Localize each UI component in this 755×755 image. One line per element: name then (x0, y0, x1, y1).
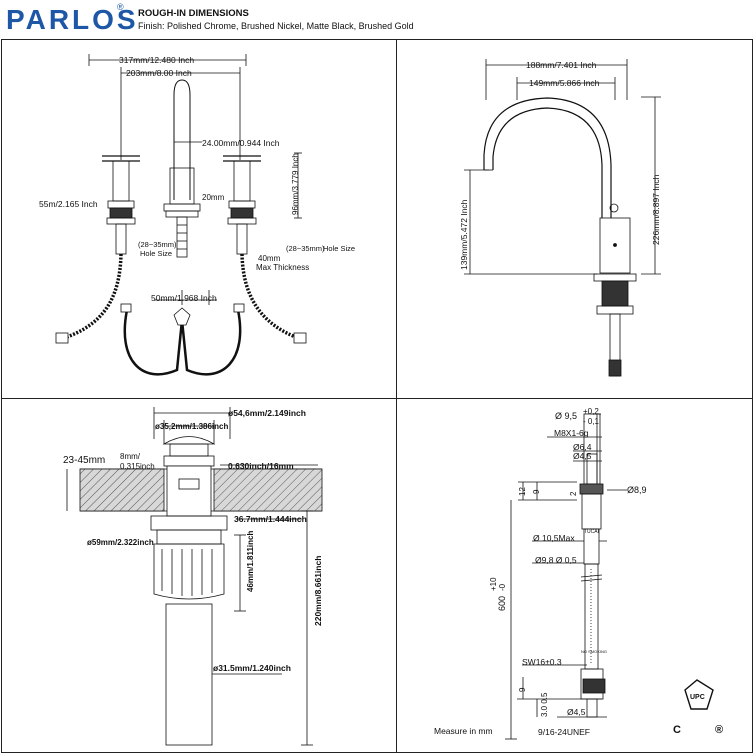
dim-9b: 9 (518, 687, 527, 692)
pipe-dia-label: ø31.5mm/1.240inch (213, 663, 291, 673)
cert-upc-text: UPC (690, 694, 705, 701)
tip-tol-plus: +0,2 (583, 407, 599, 416)
hole-size-left-2: Hole Size (140, 249, 172, 258)
center-width-label: 203mm/8.00 Inch (126, 68, 192, 78)
gap-label: 0.630inch/16mm (228, 461, 294, 471)
tip-dia: Ø 9,5 (555, 411, 577, 421)
d64-label: Ø6,4 (573, 442, 592, 452)
shank-spacing-label: 50mm/1.968 Inch (151, 293, 217, 303)
spout-height-label: 139mm/5.472 Inch (459, 199, 469, 270)
spout-dia-label: 24.00mm/0.944 Inch (202, 138, 280, 148)
length-label: 600 (497, 596, 507, 611)
dim-12: 12 (518, 487, 527, 496)
hose-dia-label: Ø9,8 Ø 0,5 (535, 555, 577, 565)
spout-reach-label: 149mm/5.866 Inch (529, 78, 600, 88)
d45b-label: Ø4,5 (567, 707, 586, 717)
thread-label: M8X1-6g (554, 428, 589, 438)
hole-size-left-1: (28~35mm) (138, 240, 177, 249)
drawing-frame (1, 39, 753, 753)
flange-label: 36.7mm/1.444inch (234, 514, 307, 524)
lip-label-2: 0.315inch (120, 462, 155, 471)
dim-2: 2 (569, 491, 578, 496)
upc-cert-icon: UPC C ® (673, 679, 723, 736)
sw-label: SW16±0.3 (522, 657, 562, 667)
cert-r-text: ® (715, 724, 723, 736)
hose-label-1: TUCAI (584, 529, 599, 535)
d45-label: Ø4,5 (573, 451, 592, 461)
reach-label: 188mm/7.401 Inch (526, 60, 597, 70)
measure-note: Measure in mm (434, 726, 493, 736)
dim-9a: 9 (532, 489, 541, 494)
length-tol-minus: -0 (498, 583, 507, 591)
horizontal-divider (1, 398, 753, 399)
max-dia-label: Ø 10,5Max (533, 533, 575, 543)
handle-height-label: 55m/2.165 Inch (39, 199, 98, 209)
body-dia-label: ø59mm/2.322inch (87, 538, 154, 547)
vertical-divider (396, 39, 397, 753)
d89-label: Ø8,9 (627, 485, 647, 495)
dim-305: 3.0 0.5 (540, 692, 549, 717)
total-length-label: 220mm/8.661inch (313, 556, 323, 626)
bottom-thread-label: 9/16-24UNEF (538, 727, 590, 737)
max-thickness-2: Max Thickness (256, 263, 309, 272)
total-height-label: 226mm/8.897 Inch (651, 174, 661, 245)
finish-subtitle: Finish: Polished Chrome, Brushed Nickel,… (138, 21, 414, 31)
total-width-label: 317mm/12.480 Inch (119, 55, 194, 65)
lip-label-1: 8mm/ (120, 452, 141, 461)
cert-c-text: C (673, 724, 681, 736)
registered-mark: ® (117, 2, 124, 12)
tip-tol-minus: - 0,1 (583, 417, 600, 426)
brand-logo: PARLOS (6, 4, 139, 35)
hole-size-right-1: (28~35mm) (286, 244, 325, 253)
body-height-label: 96mm/3.779 Inch (291, 153, 300, 215)
hose-view-panel: Ø 9,5 +0,2 - 0,1 M8X1-6g Ø6,4 Ø4,5 Ø8,9 … (434, 407, 723, 740)
length-tol-plus: +10 (489, 577, 498, 591)
body-height-label: 46mm/1.811inch (246, 531, 255, 592)
hose-label-2: NO SMOKING (581, 649, 607, 654)
page-title: ROUGH-IN DIMENSIONS (138, 8, 249, 19)
side-view-panel: 188mm/7.401 Inch 149mm/5.866 Inch 139mm/… (459, 59, 661, 377)
drain-view-panel: ø54,6mm/2.149inch ø35,2mm/1.386inch 23-4… (63, 407, 323, 746)
drain-outer-dia: ø54,6mm/2.149inch (228, 408, 306, 418)
max-thickness-1: 40mm (258, 254, 281, 263)
counter-thickness: 23-45mm (63, 455, 105, 466)
nut-width-label: 20mm (202, 193, 225, 202)
front-view-panel: 317mm/12.480 Inch 203mm/8.00 Inch 24.00m… (39, 54, 355, 376)
drain-cap-dia: ø35,2mm/1.386inch (155, 422, 228, 431)
hole-size-right-2: Hole Size (323, 244, 355, 253)
